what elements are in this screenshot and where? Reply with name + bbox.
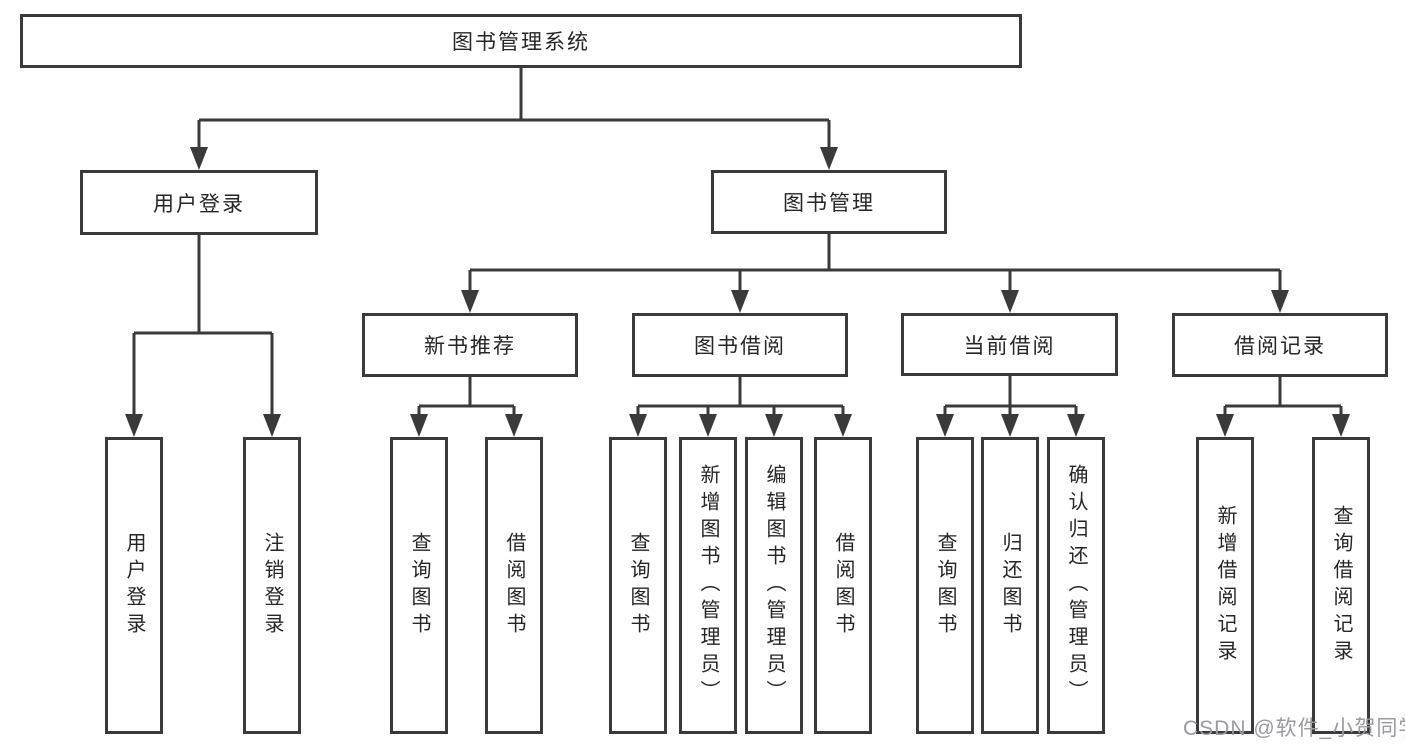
node-borrow-records: 借阅记录 — [1172, 313, 1388, 377]
leaf-borrow-books-recommend: 借阅图书 — [485, 437, 543, 734]
leaf-query-books-current: 查询图书 — [916, 437, 974, 734]
node-root-system: 图书管理系统 — [20, 14, 1022, 68]
csdn-watermark: CSDN @软件_小贺同学 — [1183, 717, 1405, 740]
edge-book-management-to-level3 — [461, 234, 1289, 313]
edge-root-to-level2 — [190, 68, 838, 170]
leaf-query-books-borrow: 查询图书 — [609, 437, 667, 734]
edge-borrow-records-to-leaves — [1216, 377, 1350, 437]
edge-new-book-recommend-to-leaves — [410, 377, 523, 437]
node-book-borrow: 图书借阅 — [632, 313, 848, 377]
leaf-borrow-books: 借阅图书 — [814, 437, 872, 734]
edge-current-borrow-to-leaves — [936, 376, 1085, 437]
leaf-user-login: 用户登录 — [105, 437, 163, 734]
node-current-borrow: 当前借阅 — [901, 313, 1118, 376]
node-new-book-recommend: 新书推荐 — [362, 313, 578, 377]
leaf-query-borrow-record: 查询借阅记录 — [1312, 437, 1370, 734]
leaf-logout: 注销登录 — [243, 437, 301, 734]
leaf-add-book-admin: 新增图书（管理员） — [679, 437, 737, 734]
leaf-return-book: 归还图书 — [981, 437, 1039, 734]
leaf-confirm-return-admin: 确认归还（管理员） — [1047, 437, 1105, 734]
node-user-login: 用户登录 — [80, 170, 318, 235]
leaf-query-books-recommend: 查询图书 — [390, 437, 448, 734]
edge-user-login-to-leaves — [125, 235, 281, 437]
leaf-add-borrow-record: 新增借阅记录 — [1196, 437, 1254, 734]
leaf-edit-book-admin: 编辑图书（管理员） — [745, 437, 803, 734]
edge-book-borrow-to-leaves — [629, 377, 852, 437]
node-book-management: 图书管理 — [711, 170, 947, 234]
